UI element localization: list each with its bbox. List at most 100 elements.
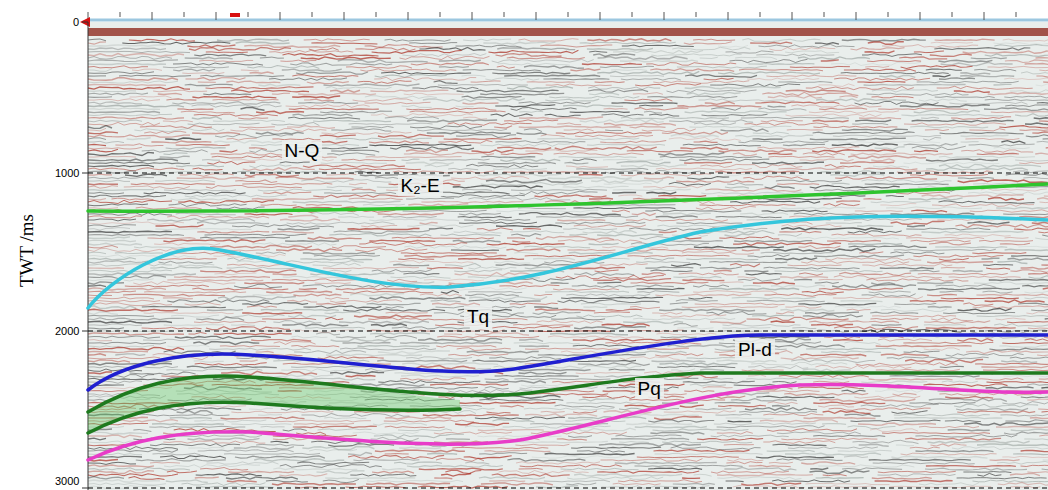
reflector-trace bbox=[434, 81, 458, 84]
reflector-trace bbox=[88, 141, 124, 143]
reflector-trace bbox=[535, 195, 607, 198]
reflector-trace bbox=[404, 152, 494, 155]
reflector-trace bbox=[498, 63, 570, 65]
reflector-trace bbox=[869, 459, 971, 460]
reflector-trace bbox=[459, 222, 537, 224]
reflector-trace bbox=[878, 339, 932, 341]
reflector-trace bbox=[919, 483, 979, 486]
reflector-trace bbox=[301, 57, 391, 59]
reflector-trace bbox=[125, 285, 209, 287]
reflector-trace bbox=[906, 237, 984, 238]
reflector-trace bbox=[872, 324, 902, 326]
reflector-trace bbox=[644, 111, 662, 113]
reflector-trace bbox=[398, 429, 452, 431]
reflector-trace bbox=[1003, 213, 1048, 214]
reflector-trace bbox=[987, 381, 1048, 382]
reflector-trace bbox=[171, 198, 237, 200]
reflector-trace bbox=[372, 471, 414, 473]
reflector-trace bbox=[167, 215, 269, 218]
reflector-trace bbox=[88, 347, 184, 350]
reflector-trace bbox=[626, 423, 692, 424]
reflector-trace bbox=[654, 416, 702, 419]
reflector-trace bbox=[756, 456, 834, 458]
horizon-line bbox=[88, 402, 460, 433]
reflector-trace bbox=[122, 42, 230, 44]
reflector-trace bbox=[1037, 198, 1048, 200]
reflector-trace bbox=[294, 423, 354, 424]
reflector-trace bbox=[247, 306, 277, 308]
reflector-trace bbox=[352, 189, 376, 191]
reflector-trace bbox=[946, 353, 1024, 356]
reflector-trace bbox=[393, 264, 429, 265]
reflector-trace bbox=[478, 429, 544, 430]
reflector-trace bbox=[88, 234, 184, 235]
reflector-trace bbox=[349, 123, 433, 124]
reflector-trace bbox=[88, 168, 184, 171]
reflector-trace bbox=[285, 240, 339, 241]
reflector-trace bbox=[745, 123, 829, 126]
reflector-trace bbox=[869, 379, 953, 380]
reflector-trace bbox=[166, 369, 262, 371]
reflector-trace bbox=[654, 450, 750, 452]
reflector-trace bbox=[973, 306, 1048, 309]
reflector-trace bbox=[418, 339, 502, 342]
reflector-trace bbox=[458, 258, 524, 259]
reflector-trace bbox=[819, 279, 843, 281]
reflector-trace bbox=[320, 111, 392, 113]
reflector-trace bbox=[576, 315, 642, 317]
reflector-trace bbox=[662, 441, 752, 443]
reflector-trace bbox=[672, 47, 750, 50]
reflector-trace bbox=[925, 468, 1027, 470]
reflector-trace bbox=[873, 166, 909, 168]
reflector-trace bbox=[994, 147, 1030, 149]
reflector-trace bbox=[555, 146, 657, 149]
reflector-trace bbox=[794, 213, 878, 215]
reflector-trace bbox=[835, 306, 901, 308]
reflector-trace bbox=[486, 381, 546, 383]
reflector-trace bbox=[1015, 159, 1048, 162]
reflector-trace bbox=[717, 432, 753, 434]
reflector-trace bbox=[673, 483, 715, 484]
reflector-trace bbox=[1025, 291, 1048, 293]
reflector-trace bbox=[1007, 322, 1048, 323]
reflector-trace bbox=[685, 111, 787, 113]
reflector-trace bbox=[205, 234, 307, 235]
reflector-trace bbox=[573, 208, 675, 209]
reflector-trace bbox=[777, 432, 861, 434]
reflector-trace bbox=[88, 174, 112, 176]
reflector-trace bbox=[532, 456, 622, 458]
reflector-trace bbox=[1011, 429, 1048, 430]
reflector-trace bbox=[561, 468, 639, 470]
reflector-trace bbox=[682, 251, 754, 254]
reflector-trace bbox=[602, 324, 650, 326]
reflector-trace bbox=[952, 447, 1048, 450]
reflector-trace bbox=[559, 156, 637, 157]
reflector-trace bbox=[130, 372, 196, 375]
reflector-trace bbox=[720, 282, 744, 283]
reflector-trace bbox=[328, 444, 394, 447]
reflector-trace bbox=[582, 64, 642, 65]
reflector-trace bbox=[533, 330, 611, 332]
reflector-trace bbox=[768, 402, 798, 404]
reflector-trace bbox=[557, 220, 605, 221]
reflector-trace bbox=[494, 126, 512, 128]
reflector-trace bbox=[831, 62, 921, 65]
reflector-trace bbox=[580, 119, 664, 122]
reflector-trace bbox=[338, 60, 428, 63]
reflector-trace bbox=[939, 156, 1035, 158]
reflector-trace bbox=[325, 318, 343, 320]
reflector-trace bbox=[167, 279, 263, 281]
reflector-trace bbox=[495, 141, 585, 143]
reflector-trace bbox=[430, 384, 508, 385]
horizon-line bbox=[88, 373, 1048, 412]
reflector-trace bbox=[525, 413, 597, 416]
reflector-trace bbox=[536, 216, 638, 218]
reflector-trace bbox=[1005, 249, 1048, 250]
reflector-trace bbox=[453, 186, 543, 189]
reflector-trace bbox=[813, 435, 885, 436]
reflector-trace bbox=[790, 66, 850, 67]
reflector-trace bbox=[231, 411, 333, 413]
reflector-trace bbox=[680, 147, 728, 149]
reflector-trace bbox=[865, 183, 949, 185]
reflector-trace bbox=[88, 261, 148, 264]
